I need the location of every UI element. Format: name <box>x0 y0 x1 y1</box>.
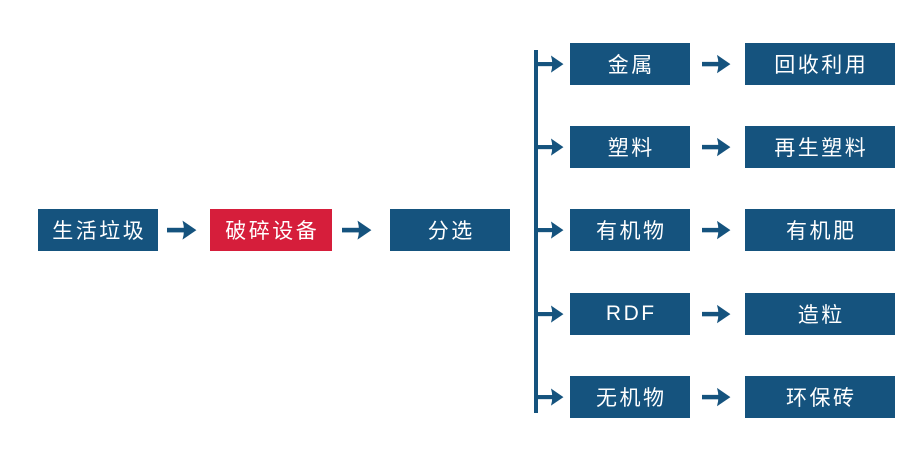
arrow-right-icon <box>702 54 731 74</box>
node-household-waste: 生活垃圾 <box>38 209 158 251</box>
arrow-right-icon <box>342 220 372 240</box>
node-label: 再生塑料 <box>774 137 869 160</box>
arrow-right-icon <box>537 54 564 74</box>
node-label: 造粒 <box>797 304 845 327</box>
node-branch-source: 无机物 <box>570 376 690 418</box>
node-label: 金属 <box>607 54 655 77</box>
node-branch-source: 金属 <box>570 43 690 85</box>
node-branch-result: 造粒 <box>745 293 895 335</box>
node-sorting: 分选 <box>390 209 510 251</box>
node-label: 回收利用 <box>774 54 869 77</box>
arrow-right-icon <box>167 220 197 240</box>
node-crushing-equipment: 破碎设备 <box>210 209 332 251</box>
node-branch-result: 有机肥 <box>745 209 895 251</box>
node-label: 无机物 <box>596 387 667 410</box>
node-branch-result: 再生塑料 <box>745 126 895 168</box>
arrow-right-icon <box>537 220 564 240</box>
node-label: RDF <box>605 302 657 325</box>
node-label: 有机肥 <box>786 220 857 243</box>
node-label: 破碎设备 <box>225 220 320 243</box>
arrow-right-icon <box>702 387 731 407</box>
node-branch-source: 有机物 <box>570 209 690 251</box>
branch-distribution-line <box>534 50 538 413</box>
arrow-right-icon <box>702 220 731 240</box>
node-label: 有机物 <box>596 220 667 243</box>
node-branch-result: 环保砖 <box>745 376 895 418</box>
arrow-right-icon <box>537 387 564 407</box>
node-branch-result: 回收利用 <box>745 43 895 85</box>
node-branch-source: RDF <box>570 293 690 335</box>
arrow-right-icon <box>702 137 731 157</box>
node-label: 环保砖 <box>786 387 857 410</box>
node-label: 分选 <box>427 220 475 243</box>
arrow-right-icon <box>702 304 731 324</box>
node-label: 生活垃圾 <box>52 220 147 243</box>
node-label: 塑料 <box>607 137 655 160</box>
arrow-right-icon <box>537 304 564 324</box>
node-branch-source: 塑料 <box>570 126 690 168</box>
arrow-right-icon <box>537 137 564 157</box>
